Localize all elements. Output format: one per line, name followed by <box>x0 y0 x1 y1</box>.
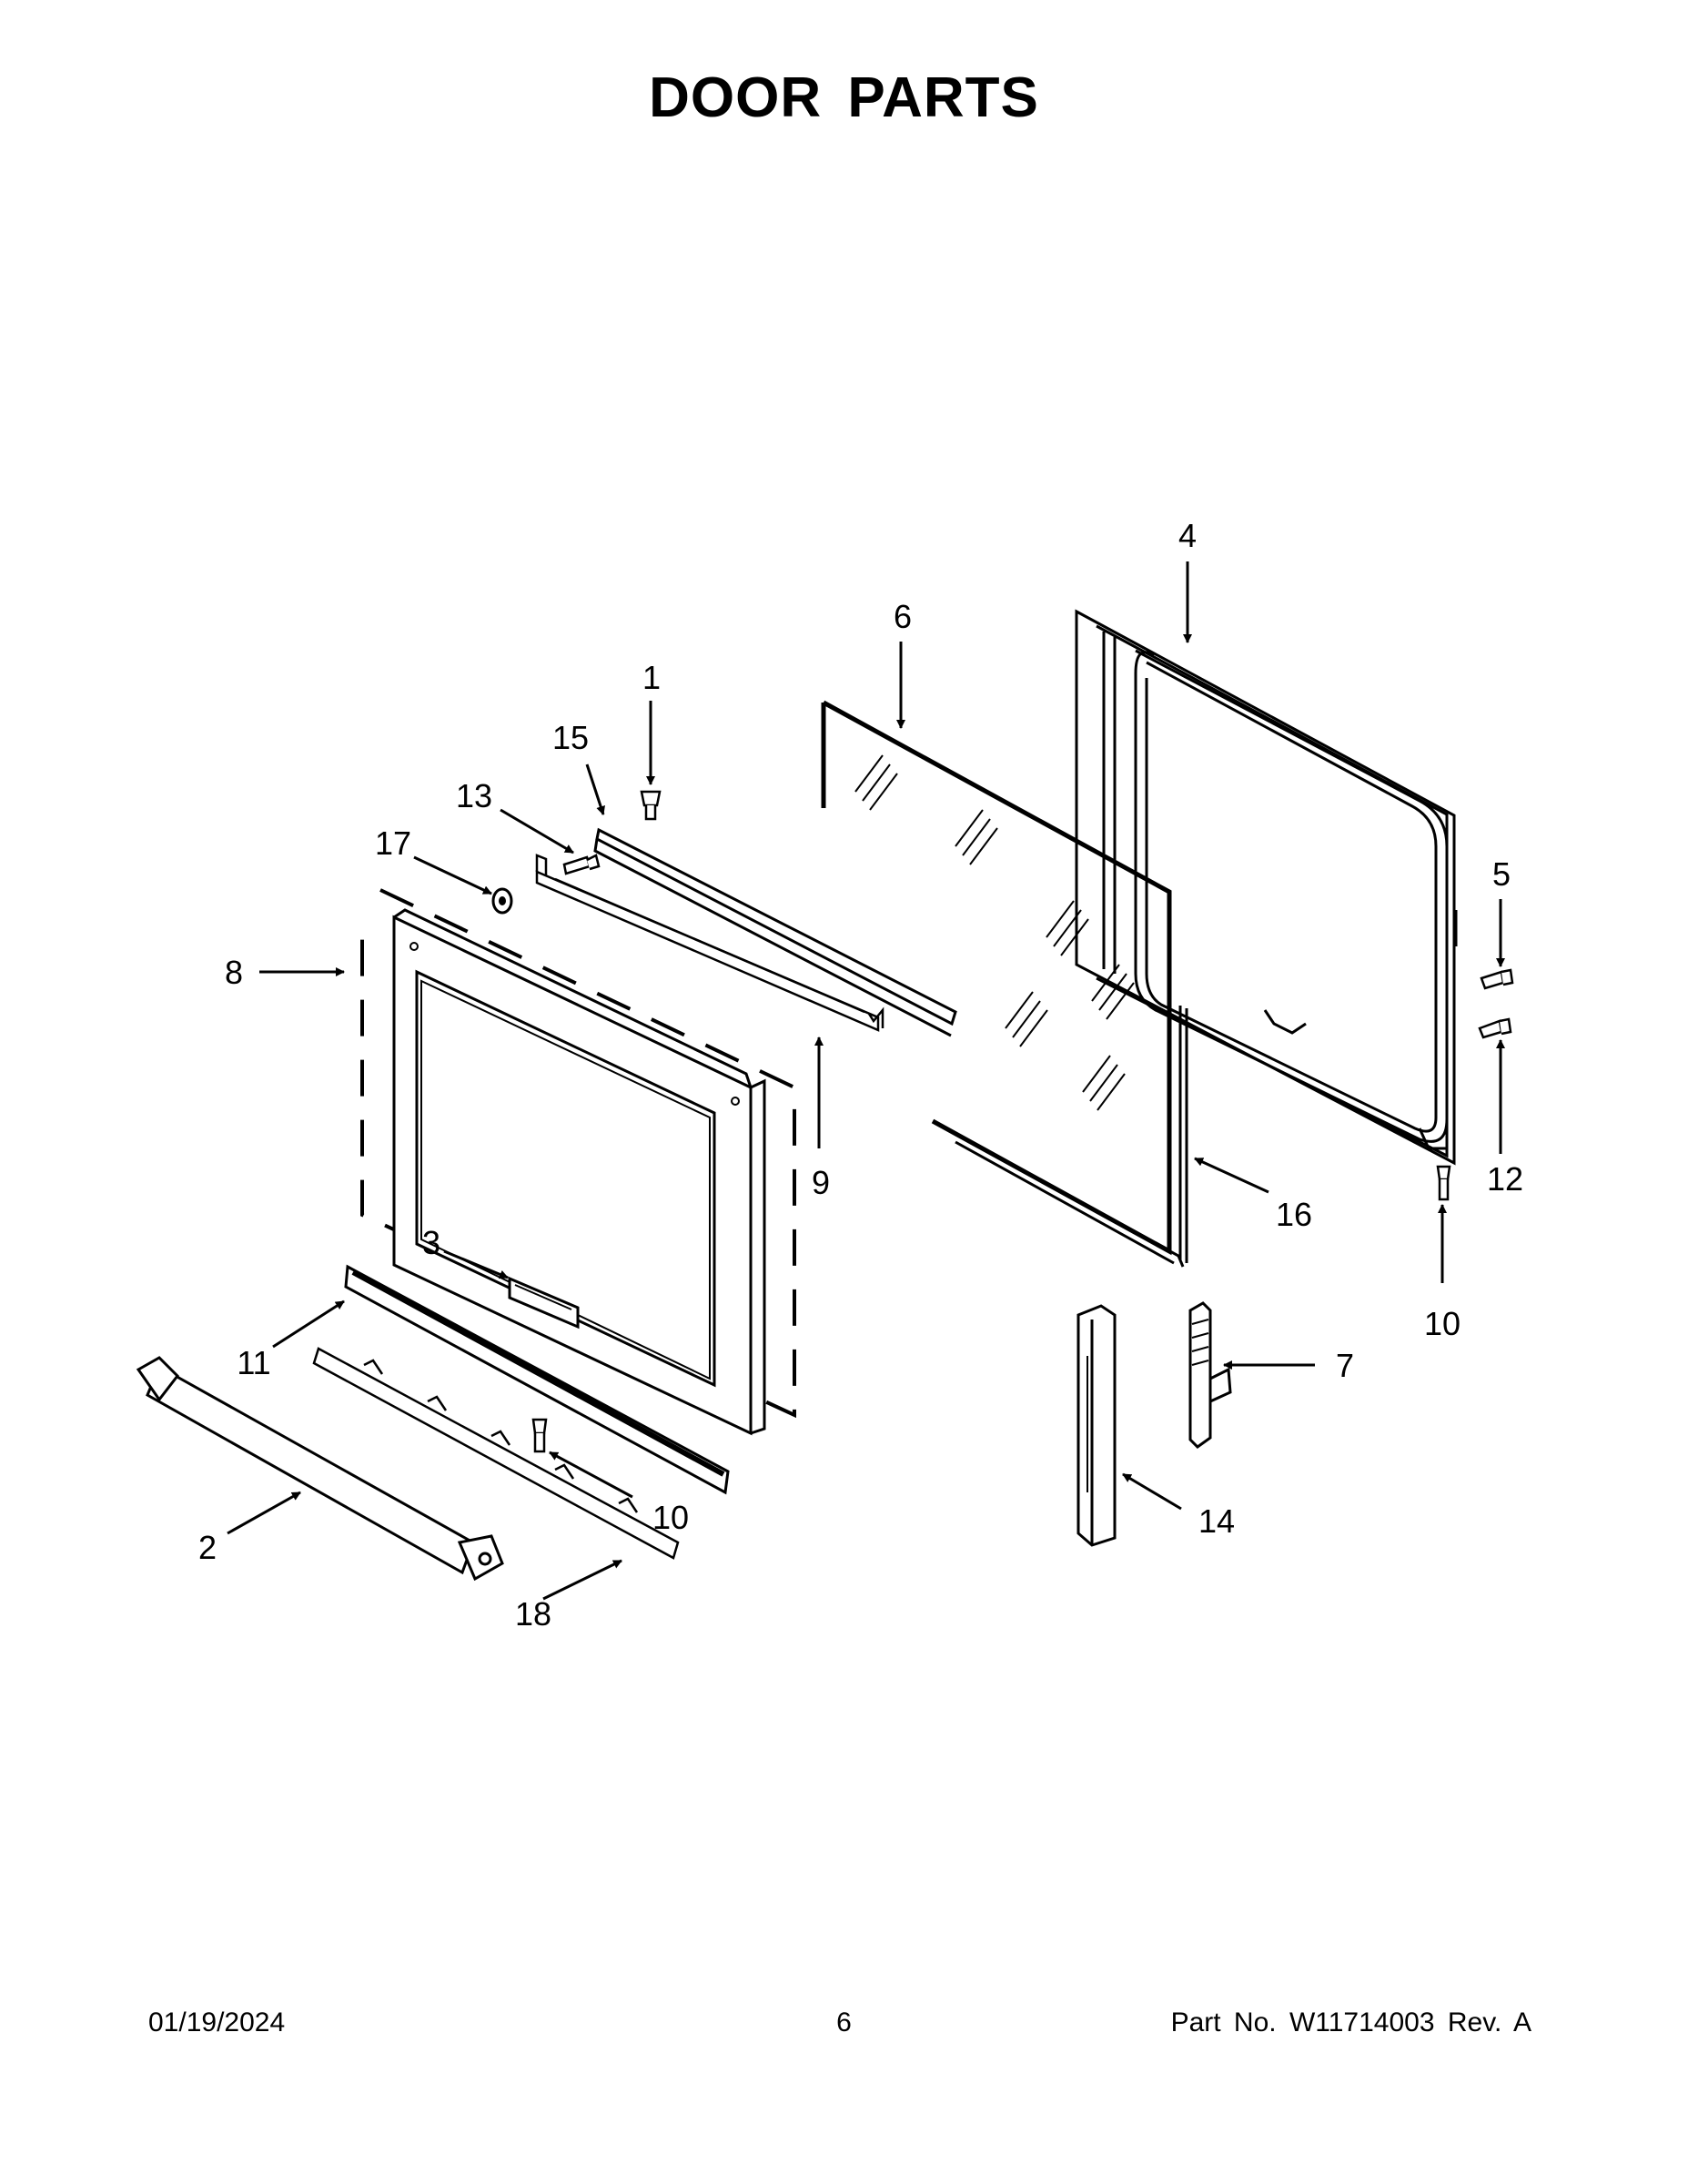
callout-5: 5 <box>1492 855 1511 893</box>
callout-8: 8 <box>225 954 243 991</box>
callout-7: 7 <box>1336 1347 1354 1384</box>
outer-door-panel-part <box>360 888 796 1436</box>
door-badge-part <box>508 1276 580 1330</box>
callout-3: 3 <box>422 1224 440 1261</box>
callout-12: 12 <box>1487 1160 1523 1198</box>
callout-labels: 1 15 13 17 8 6 4 5 12 10 16 9 7 14 10 11… <box>198 517 1523 1633</box>
footer-part-number: Part No. W11714003 Rev. A <box>1170 2007 1531 2037</box>
callout-10: 10 <box>1424 1305 1461 1342</box>
callout-1: 1 <box>642 659 661 696</box>
door-handle-part <box>136 1356 504 1582</box>
top-trim-part <box>593 827 957 1037</box>
callout-10: 10 <box>652 1499 689 1536</box>
callout-17: 17 <box>375 824 411 862</box>
door-trim-bar-part <box>344 1264 730 1495</box>
hinge-receiver-part <box>1076 1304 1117 1547</box>
hinge-strip-part <box>312 1347 680 1560</box>
washer-part <box>491 887 513 915</box>
callout-9: 9 <box>812 1164 830 1201</box>
callout-13: 13 <box>456 777 492 814</box>
callout-14: 14 <box>1198 1502 1235 1540</box>
callout-6: 6 <box>894 598 912 635</box>
callout-16: 16 <box>1276 1196 1312 1233</box>
screw-part <box>531 790 1514 1453</box>
hinge-part <box>1188 1301 1232 1449</box>
leader-arrows <box>227 561 1505 1601</box>
footer-page-number: 6 <box>836 2007 852 2037</box>
callout-18: 18 <box>515 1595 551 1633</box>
door-seal-part <box>955 1006 1188 1268</box>
footer-date: 01/19/2024 <box>148 2007 286 2037</box>
callout-2: 2 <box>198 1529 217 1566</box>
callout-11: 11 <box>237 1344 270 1381</box>
callout-15: 15 <box>552 719 589 756</box>
inner-door-frame-part <box>1075 609 1458 1166</box>
page-title: DOOR PARTS <box>649 66 1039 129</box>
vent-bracket-part <box>535 854 884 1032</box>
callout-4: 4 <box>1178 517 1197 554</box>
